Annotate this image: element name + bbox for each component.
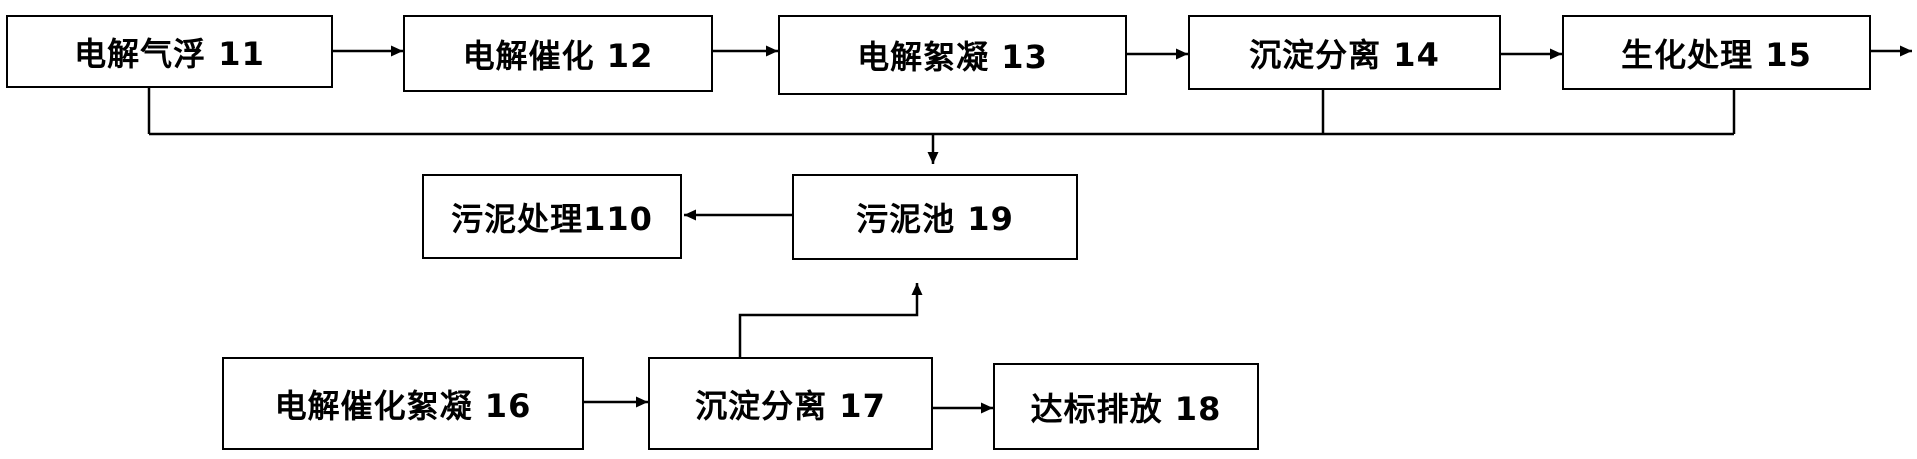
- box-electrolytic-flocculation: 电解絮凝 13: [778, 15, 1127, 95]
- box-sludge-tank: 污泥池 19: [792, 174, 1078, 260]
- box-electrolytic-catalysis: 电解催化 12: [403, 15, 713, 92]
- box-electrolytic-catalytic-flocculation: 电解催化絮凝 16: [222, 357, 584, 450]
- box-sedimentation-separation-14: 沉淀分离 14: [1188, 15, 1501, 90]
- box-sludge-treatment: 污泥处理110: [422, 174, 682, 259]
- node-label: 污泥处理110: [451, 199, 653, 238]
- node-label: 达标排放 18: [1030, 389, 1222, 428]
- box-electrolytic-air-flotation: 电解气浮 11: [6, 15, 333, 88]
- box-biochemical-treatment: 生化处理 15: [1562, 15, 1871, 90]
- node-label: 电解催化絮凝 16: [274, 386, 532, 425]
- node-label: 污泥池 19: [856, 200, 1014, 238]
- node-label: 沉淀分离 17: [695, 386, 886, 425]
- arrow-17-to-19: [738, 283, 923, 357]
- node-label: 生化处理 15: [1621, 35, 1812, 74]
- node-label: 电解气浮 11: [74, 34, 265, 73]
- node-label: 电解絮凝 13: [857, 38, 1048, 76]
- node-label: 电解催化 12: [462, 36, 654, 75]
- box-sedimentation-separation-17: 沉淀分离 17: [648, 357, 933, 450]
- box-compliant-discharge: 达标排放 18: [993, 363, 1259, 450]
- node-label: 沉淀分离 14: [1249, 35, 1440, 74]
